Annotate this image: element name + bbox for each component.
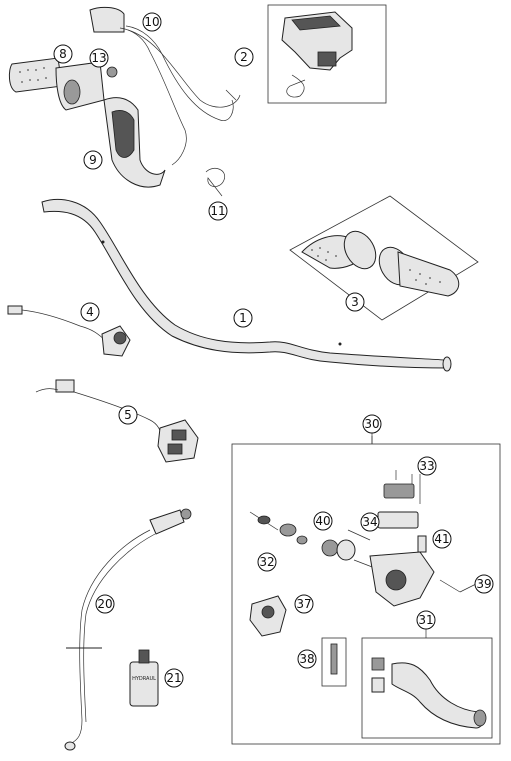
callout-13: 13	[89, 48, 109, 68]
callout-37: 37	[294, 594, 314, 614]
callout-39-label: 39	[476, 577, 491, 591]
callout-20-label: 20	[97, 597, 112, 611]
callout-21: 21	[164, 668, 184, 688]
callout-2-label: 2	[240, 50, 248, 64]
callout-40-label: 40	[315, 514, 330, 528]
callout-11-label: 11	[210, 204, 225, 218]
adjuster-nut	[106, 66, 118, 78]
callout-34-label: 34	[362, 515, 377, 529]
callout-10-label: 10	[144, 15, 159, 29]
callout-3-label: 3	[351, 295, 359, 309]
callout-20: 20	[95, 594, 115, 614]
callout-31-label: 31	[418, 613, 433, 627]
throttle-housing	[103, 97, 166, 188]
callout-41-label: 41	[434, 532, 449, 546]
clutch-hose	[64, 508, 192, 751]
callout-39: 39	[474, 574, 494, 594]
callout-33: 33	[417, 456, 437, 476]
callout-21-label: 21	[166, 671, 181, 685]
throttle-cover-kit	[267, 4, 387, 104]
callout-3: 3	[345, 292, 365, 312]
leader-lines	[347, 436, 477, 638]
clutch-master-cylinder-kit	[231, 432, 501, 745]
bottle-label: HYDRAUL	[132, 676, 156, 682]
callout-4: 4	[80, 302, 100, 322]
callout-30-label: 30	[364, 417, 379, 431]
callout-30: 30	[362, 414, 382, 434]
callout-8-label: 8	[59, 47, 67, 61]
callout-33-label: 33	[419, 459, 434, 473]
grip-set-kit	[289, 195, 479, 321]
callout-32: 32	[257, 552, 277, 572]
callout-2: 2	[234, 47, 254, 67]
callout-4-label: 4	[86, 305, 94, 319]
callout-34: 34	[360, 512, 380, 532]
hydraulic-oil-bottle: HYDRAUL	[129, 649, 159, 707]
callout-13-label: 13	[91, 51, 106, 65]
callout-9-label: 9	[89, 153, 97, 167]
callout-9: 9	[83, 150, 103, 170]
throttle-cables	[89, 6, 241, 166]
throttle-grip	[8, 57, 105, 111]
callout-1-label: 1	[239, 311, 247, 325]
callout-10: 10	[142, 12, 162, 32]
callout-37-label: 37	[296, 597, 311, 611]
callout-8: 8	[53, 44, 73, 64]
light-switch	[35, 379, 199, 463]
kill-switch	[7, 305, 131, 357]
callout-5-label: 5	[124, 408, 132, 422]
callout-32-label: 32	[259, 555, 274, 569]
cable-tie	[205, 168, 226, 197]
callout-5: 5	[118, 405, 138, 425]
callout-1: 1	[233, 308, 253, 328]
callout-40: 40	[313, 511, 333, 531]
callout-41: 41	[432, 529, 452, 549]
callout-38-label: 38	[299, 652, 314, 666]
callout-31: 31	[416, 610, 436, 630]
callout-11: 11	[208, 201, 228, 221]
handlebar	[41, 199, 452, 372]
callout-38: 38	[297, 649, 317, 669]
